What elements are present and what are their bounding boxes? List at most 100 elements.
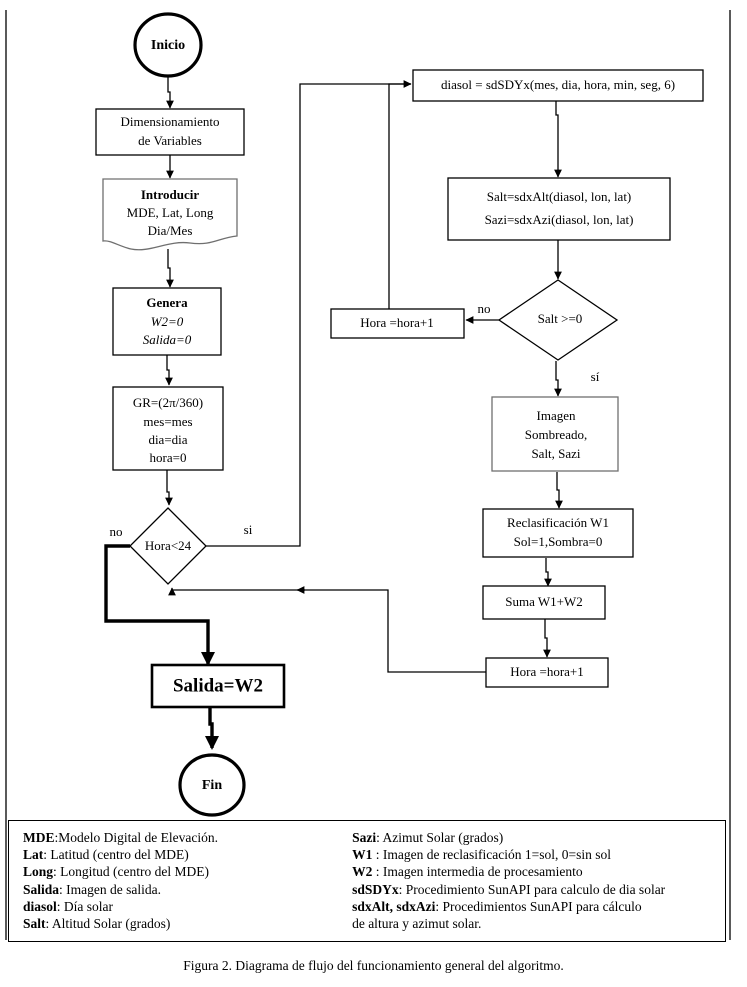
legend-key: Salt (23, 916, 46, 932)
legend-sep: : (43, 847, 51, 863)
node-imagen-line3: Salt, Sazi (531, 446, 580, 461)
node-end[interactable] (178, 753, 246, 817)
legend-text: Imagen de salida. (66, 881, 162, 897)
node-input-line3: Dia/Mes (148, 223, 193, 238)
legend-key: Sazi (352, 830, 377, 845)
legend-sep: : (54, 830, 59, 845)
legend-text: Azimut Solar (grados) (382, 830, 504, 845)
node-hora24-label: Hora<24 (145, 538, 192, 553)
node-genera-line3: Salida=0 (143, 332, 192, 347)
edge-gr-to-hora24 (165, 470, 173, 506)
legend-item: Salida: Imagen de salida. (23, 881, 338, 898)
node-reclas[interactable] (482, 508, 634, 558)
edge-input-to-genera (166, 249, 174, 288)
legend-key: Lat (23, 847, 44, 863)
legend-sep: : (398, 881, 406, 897)
node-salt-check[interactable] (497, 279, 619, 361)
node-imagen-line2: Sombreado, (525, 427, 587, 442)
node-imagen[interactable] (491, 396, 619, 472)
edge-label-hora24-si: si (244, 522, 253, 537)
legend-item: sdxAlt, sdxAzi: Procedimientos SunAPI pa… (352, 898, 725, 915)
edge-label-hora24-no: no (110, 524, 123, 539)
node-genera-line2: W2=0 (151, 314, 184, 329)
legend-text: Modelo Digital de Elevación. (58, 830, 218, 845)
edge-imagen-to-reclas (555, 472, 563, 509)
node-salt-sazi[interactable] (447, 177, 671, 241)
legend-item: MDE:Modelo Digital de Elevación. (23, 829, 338, 846)
edge-salida-to-end (205, 707, 219, 750)
legend-item: Lat: Latitud (centro del MDE) (23, 846, 338, 863)
edge-diasol-to-saltsazi (554, 101, 562, 178)
node-salt-sazi-line2: Sazi=sdxAzi(diasol, lon, lat) (485, 212, 634, 227)
legend-text: Procedimiento SunAPI para calculo de dia… (405, 881, 666, 897)
node-hora-inc-bottom-label: Hora =hora+1 (510, 664, 584, 679)
node-imagen-line1: Imagen (537, 408, 576, 423)
node-gr-line3: dia=dia (148, 432, 187, 447)
node-input-document[interactable] (102, 178, 238, 251)
legend-key: Long (23, 864, 54, 880)
node-salida[interactable] (150, 663, 286, 709)
node-hora24[interactable] (129, 507, 207, 585)
node-input-line2: MDE, Lat, Long (127, 205, 214, 220)
node-dimension-line2: de Variables (138, 133, 202, 148)
edge-reclas-to-suma (544, 558, 552, 587)
legend-sep: : (53, 864, 61, 880)
node-hora-inc-bottom[interactable] (485, 657, 609, 688)
node-salt-sazi-line1: Salt=sdxAlt(diasol, lon, lat) (487, 189, 632, 204)
legend-text: Procedimientos SunAPI para cálculo (442, 898, 642, 914)
node-suma-label: Suma W1+W2 (505, 594, 583, 609)
figure-caption: Figura 2. Diagrama de flujo del funciona… (183, 958, 564, 973)
edge-horainc-top-to-diasol (388, 83, 411, 309)
node-suma[interactable] (482, 585, 606, 620)
legend-item: diasol: Día solar (23, 898, 338, 915)
legend-key: MDE (23, 830, 55, 845)
node-input-line1: Introducir (141, 187, 199, 202)
legend-text: Día solar (63, 898, 114, 914)
node-hora-inc-top-label: Hora =hora+1 (360, 315, 434, 330)
legend-panel: MDE:Modelo Digital de Elevación. Lat: La… (8, 820, 726, 942)
legend-item: W1 : Imagen de reclasificación 1=sol, 0=… (352, 846, 725, 863)
legend-item: Salt: Altitud Solar (grados) (23, 915, 338, 932)
legend-column-left: MDE:Modelo Digital de Elevación. Lat: La… (9, 821, 338, 941)
edge-horainc-bottom-left (300, 589, 488, 673)
node-start[interactable] (133, 12, 203, 78)
edge-loopback-to-hora24 (168, 587, 300, 596)
legend-item: de altura y azimut solar. (352, 915, 725, 932)
node-reclas-line1: Reclasificación W1 (507, 515, 609, 530)
node-dimension-line1: Dimensionamiento (121, 114, 220, 129)
legend-text: Altitud Solar (grados) (51, 916, 171, 932)
legend-key: W2 (352, 864, 373, 880)
legend-key: diasol (23, 898, 57, 914)
legend-key: W1 (352, 847, 373, 863)
legend-text: Latitud (centro del MDE) (50, 847, 189, 863)
legend-item: sdSDYx: Procedimiento SunAPI para calcul… (352, 881, 725, 898)
edge-hora24-no-to-salida (104, 544, 215, 666)
node-gr[interactable] (112, 386, 224, 471)
legend-sep: : (376, 830, 383, 845)
node-genera-line1: Genera (146, 295, 188, 310)
node-end-label: Fin (202, 778, 222, 793)
edge-start-to-dimension (166, 76, 174, 109)
node-diasol[interactable] (412, 69, 704, 102)
edge-hora24-si-to-diasol (206, 80, 412, 547)
legend-text: Imagen de reclasificación 1=sol, 0=sin s… (382, 847, 612, 863)
legend-sep: : (372, 847, 383, 863)
node-salt-check-label: Salt >=0 (538, 311, 583, 326)
legend-sep: : (435, 898, 443, 914)
node-hora-inc-top[interactable] (330, 308, 465, 339)
edge-label-salt-no: no (478, 301, 491, 316)
legend-item: W2 : Imagen intermedia de procesamiento (352, 863, 725, 880)
legend-text: Longitud (centro del MDE) (60, 864, 209, 880)
edge-suma-to-horainc-bottom (543, 608, 551, 658)
node-salida-label: Salida=W2 (173, 675, 263, 696)
legend-sep: : (56, 898, 64, 914)
legend-sep: : (45, 916, 52, 932)
node-genera[interactable] (112, 287, 222, 356)
node-dimension[interactable] (95, 108, 245, 156)
node-start-label: Inicio (151, 38, 185, 53)
legend-column-right: Sazi: Azimut Solar (grados) W1 : Imagen … (338, 821, 725, 941)
node-diasol-label: diasol = sdSDYx(mes, dia, hora, min, seg… (441, 77, 675, 92)
legend-item: Sazi: Azimut Solar (grados) (352, 829, 725, 846)
legend-key: sdSDYx (352, 881, 399, 897)
